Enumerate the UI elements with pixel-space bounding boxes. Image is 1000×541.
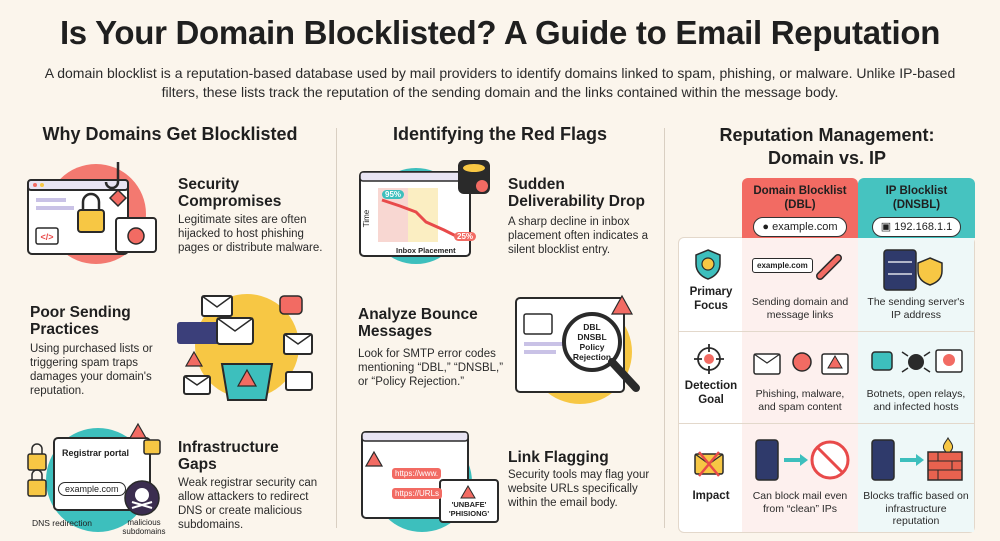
flag-url-2: https://URLs bbox=[392, 488, 443, 499]
col1-title: Why Domains Get Blocklisted bbox=[42, 124, 298, 144]
globe-icon: ● bbox=[762, 221, 770, 233]
col1-item1-title: Security Compromises bbox=[178, 176, 282, 210]
page-title: Is Your Domain Blocklisted? A Guide to E… bbox=[59, 14, 941, 51]
col2-title: Identifying the Red Flags bbox=[392, 124, 607, 144]
flag-url-1: https://www. bbox=[392, 468, 442, 479]
security-compromise-illustration: </> bbox=[27, 162, 157, 264]
bounce-code-policy: Policy bbox=[579, 342, 605, 352]
drop-yaxis-label: Time bbox=[362, 209, 372, 228]
ip-impact-text: Blocks traffic based on infrastructure r… bbox=[863, 490, 969, 527]
ip-header: IP Blocklist (DNSBL) ▣ 192.168.1.1 bbox=[858, 178, 975, 238]
ip-chip-text: 192.168.1.1 bbox=[894, 221, 953, 233]
svg-text:</>: </> bbox=[40, 232, 53, 242]
flag-warning-text: 'UNBAFE' 'PHISIONG' bbox=[442, 500, 496, 518]
registrar-portal-label: Registrar portal bbox=[62, 448, 130, 458]
col1-item3-desc: Weak registrar security can allow attack… bbox=[178, 477, 318, 531]
ip-impact-illustration bbox=[871, 436, 963, 481]
flag-warning-2: 'PHISIONG' bbox=[448, 509, 490, 518]
col2-item2-desc: Look for SMTP error codes mentioning “DB… bbox=[358, 348, 504, 388]
shield-icon bbox=[695, 249, 721, 280]
dbl-chip: ● example.com bbox=[753, 217, 847, 237]
infrastructure-illustration: Registrar portal example.com DNS redirec… bbox=[20, 418, 170, 536]
drop-high-label: 95% bbox=[382, 190, 405, 199]
column-divider-1 bbox=[336, 128, 337, 528]
target-icon bbox=[694, 344, 724, 374]
col1-item2-desc: Using purchased lists or triggering spam… bbox=[30, 343, 153, 397]
ip-chip: ▣ 192.168.1.1 bbox=[871, 217, 962, 237]
drop-low-label: 25% bbox=[454, 232, 477, 241]
ip-focus-text: The sending server's IP address bbox=[867, 296, 965, 321]
col2-item2-title: Analyze Bounce Messages bbox=[358, 306, 478, 340]
dbl-column-bg bbox=[742, 238, 858, 532]
link-flagging-illustration: https://www. https://URLs 'UNBAFE' 'PHIS… bbox=[356, 420, 501, 532]
col2-item1-desc: A sharp decline in inbox placement often… bbox=[508, 216, 649, 256]
domain-chip: example.com bbox=[58, 482, 126, 496]
ip-icon: ▣ bbox=[880, 221, 892, 233]
dbl-focus-text: Sending domain and message links bbox=[751, 296, 849, 321]
row-label-impact: Impact bbox=[692, 490, 730, 502]
bounce-message-illustration: DBL DNSBL Policy Rejection bbox=[510, 292, 655, 407]
col3-title-line1: Reputation Management: bbox=[719, 125, 935, 145]
row-divider-1 bbox=[678, 331, 975, 332]
bounce-code-dnsbl: DNSBL bbox=[577, 332, 607, 342]
col2-item1-title: Sudden Deliverability Drop bbox=[508, 176, 645, 210]
dbl-chip-text: example.com bbox=[772, 221, 838, 233]
dbl-focus-illustration: example.com bbox=[752, 250, 848, 290]
col1-item3-title: Infrastructure Gaps bbox=[178, 439, 279, 473]
dbl-impact-text: Can block mail even from “clean” IPs bbox=[752, 490, 848, 515]
malicious-subdomains-label: malicious subdomains bbox=[122, 518, 166, 536]
deliverability-drop-illustration: 95% 25% Time Inbox Placement bbox=[356, 160, 496, 264]
poor-sending-illustration bbox=[177, 294, 313, 401]
bounce-code-rejection: Rejection bbox=[572, 352, 612, 362]
ip-detection-text: Botnets, open relays, and infected hosts bbox=[866, 388, 966, 413]
bounce-code-dbl: DBL bbox=[583, 322, 601, 332]
dbl-impact-illustration bbox=[755, 439, 850, 481]
col2-item3-desc: Security tools may flag your website URL… bbox=[508, 469, 650, 509]
ip-threats-illustration bbox=[871, 349, 963, 373]
dbl-threats-illustration bbox=[753, 352, 849, 375]
flag-warning-1: 'UNBAFE' bbox=[451, 500, 487, 509]
bounce-codes: DBL DNSBL Policy Rejection bbox=[570, 322, 614, 362]
dbl-detection-text: Phishing, malware, and spam content bbox=[755, 388, 845, 413]
dns-redirection-label: DNS redirection bbox=[32, 518, 92, 528]
dbl-header: Domain Blocklist (DBL) ● example.com bbox=[742, 178, 858, 238]
ip-header-label: IP Blocklist (DNSBL) bbox=[885, 185, 948, 211]
col3-title-line2: Domain vs. IP bbox=[767, 148, 887, 168]
focus-domain-chip: example.com bbox=[752, 258, 813, 273]
intro-text: A domain blocklist is a reputation-based… bbox=[44, 65, 956, 100]
row-divider-2 bbox=[678, 423, 975, 424]
ip-server-illustration bbox=[883, 249, 943, 291]
col3-title: Reputation Management: Domain vs. IP bbox=[672, 124, 982, 170]
column-divider-2 bbox=[664, 128, 665, 528]
drop-xaxis-label: Inbox Placement bbox=[396, 246, 456, 255]
blocked-mail-icon bbox=[694, 451, 724, 477]
row-label-primary-focus: Primary Focus bbox=[689, 286, 733, 312]
row-label-detection-goal: Detection Goal bbox=[684, 380, 738, 406]
col2-item3-title: Link Flagging bbox=[508, 449, 609, 466]
col1-item1-desc: Legitimate sites are often hijacked to h… bbox=[178, 214, 323, 254]
dbl-header-label: Domain Blocklist (DBL) bbox=[753, 185, 847, 211]
col1-item2-title: Poor Sending Practices bbox=[30, 304, 131, 338]
